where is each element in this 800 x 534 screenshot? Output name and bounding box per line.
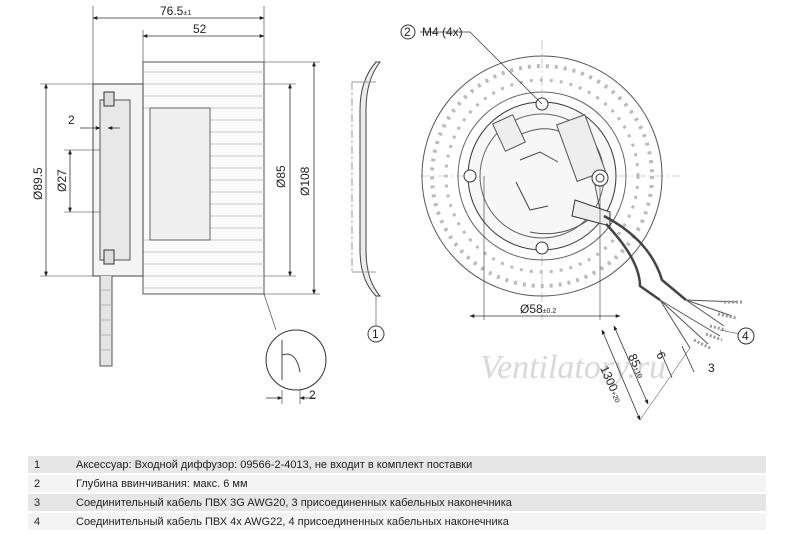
note-number: 1 xyxy=(28,456,70,475)
table-row: 3 Соединительный кабель ПВХ 3G AWG20, 3 … xyxy=(28,493,766,513)
dim-diameter-108: Ø108 xyxy=(298,166,312,196)
callout-1: 1 xyxy=(372,327,379,341)
technical-drawing: Ventilatory.ru xyxy=(31,4,755,421)
dim-strip-length: 85±10 xyxy=(625,352,648,381)
dim-mount-thread: M4 (4x) xyxy=(422,25,463,39)
note-text: Глубина ввинчивания: макс. 6 мм xyxy=(70,474,766,494)
front-view xyxy=(400,24,755,421)
note-text: Соединительный кабель ПВХ 4x AWG22, 4 пр… xyxy=(70,512,766,532)
note-number: 2 xyxy=(28,474,70,494)
callout-4: 4 xyxy=(742,329,749,343)
callout-2: 2 xyxy=(404,25,411,39)
note-text: Соединительный кабель ПВХ 3G AWG20, 3 пр… xyxy=(70,493,766,513)
table-row: 2 Глубина ввинчивания: макс. 6 мм xyxy=(28,474,766,494)
dim-body-length: 52 xyxy=(193,22,207,36)
notes-table: 1 Аксессуар: Входной диффузор: 09566-2-4… xyxy=(28,456,766,532)
dim-bolt-circle: Ø58±0.2 xyxy=(520,302,556,316)
side-view xyxy=(40,6,327,404)
dim-strip-end-3: 3 xyxy=(708,361,715,375)
dim-offset-2: 2 xyxy=(68,113,75,127)
note-text: Аксессуар: Входной диффузор: 09566-2-401… xyxy=(70,456,766,475)
note-number: 4 xyxy=(28,512,70,532)
table-row: 1 Аксессуар: Входной диффузор: 09566-2-4… xyxy=(28,456,766,475)
note-number: 3 xyxy=(28,493,70,513)
dim-detail-2: 2 xyxy=(309,388,316,402)
dim-diameter-89-5: Ø89.5 xyxy=(31,167,45,200)
dim-diameter-27: Ø27 xyxy=(55,169,69,192)
inlet-diffuser xyxy=(351,61,385,343)
dim-overall-length: 76.5±1 xyxy=(160,4,191,18)
table-row: 4 Соединительный кабель ПВХ 4x AWG22, 4 … xyxy=(28,512,766,532)
dim-diameter-85: Ø85 xyxy=(274,165,288,188)
